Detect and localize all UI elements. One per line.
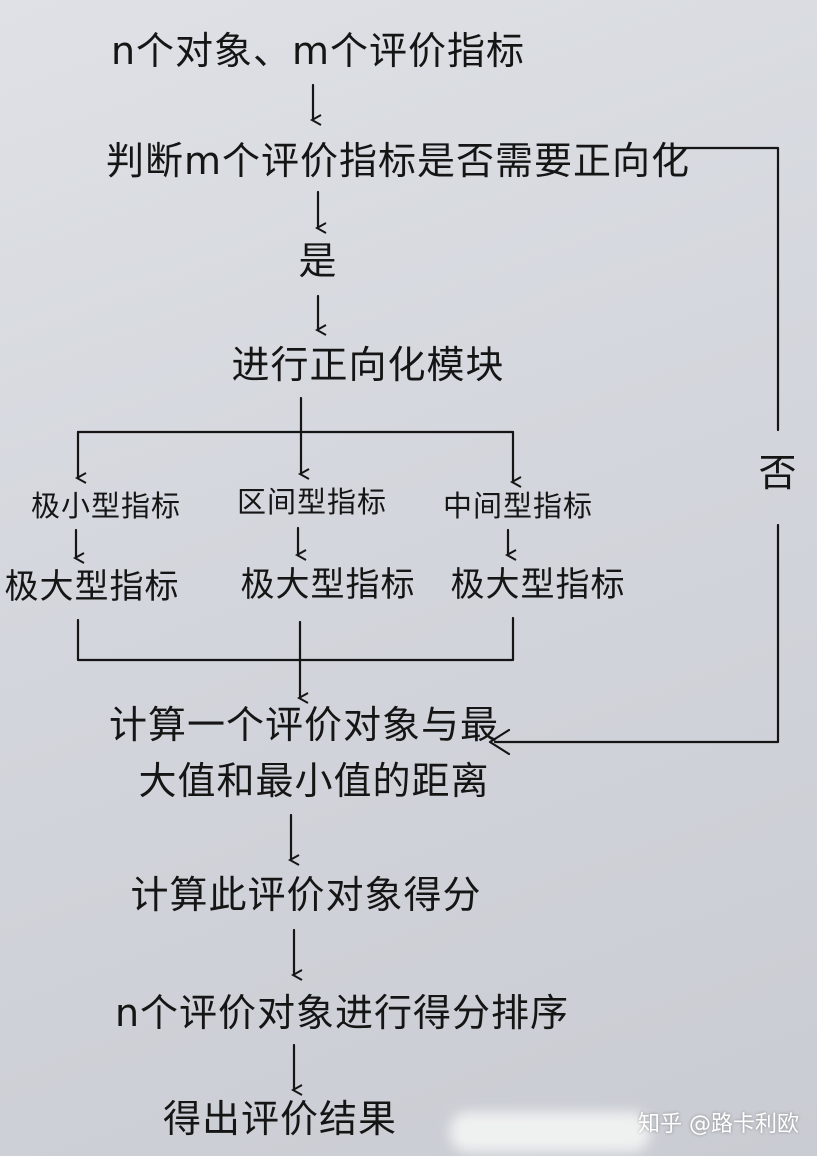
branch-2-to: 极大型指标: [240, 565, 416, 605]
step-distance-line1: 计算一个评价对象与最: [108, 703, 500, 747]
line-no-branch-lower: [493, 523, 780, 744]
branch-3-from: 中间型指标: [442, 489, 594, 523]
label-no: 否: [758, 451, 798, 495]
step-module: 进行正向化模块: [231, 343, 505, 387]
branch-3-to: 极大型指标: [450, 565, 626, 605]
branch-1-from: 极小型指标: [30, 489, 182, 523]
watermark: 知乎 @路卡利欧: [638, 1112, 799, 1137]
line-no-branch: [661, 146, 780, 432]
line-merge-bus: [76, 616, 515, 662]
arrowhead-no-to-distance: [488, 728, 511, 756]
step-result: 得出评价结果: [162, 1097, 398, 1141]
step-distance-line2: 大值和最小值的距离: [138, 759, 490, 803]
step-start: n个对象、m个评价指标: [110, 29, 526, 73]
step-score: 计算此评价对象得分: [130, 873, 482, 917]
label-yes: 是: [298, 239, 338, 283]
branch-1-to: 极大型指标: [4, 567, 180, 607]
branch-2-from: 区间型指标: [236, 485, 388, 519]
paper-smudge: [450, 1112, 650, 1152]
step-judge: 判断m个评价指标是否需要正向化: [105, 139, 691, 183]
step-rank: n个评价对象进行得分排序: [114, 991, 570, 1035]
